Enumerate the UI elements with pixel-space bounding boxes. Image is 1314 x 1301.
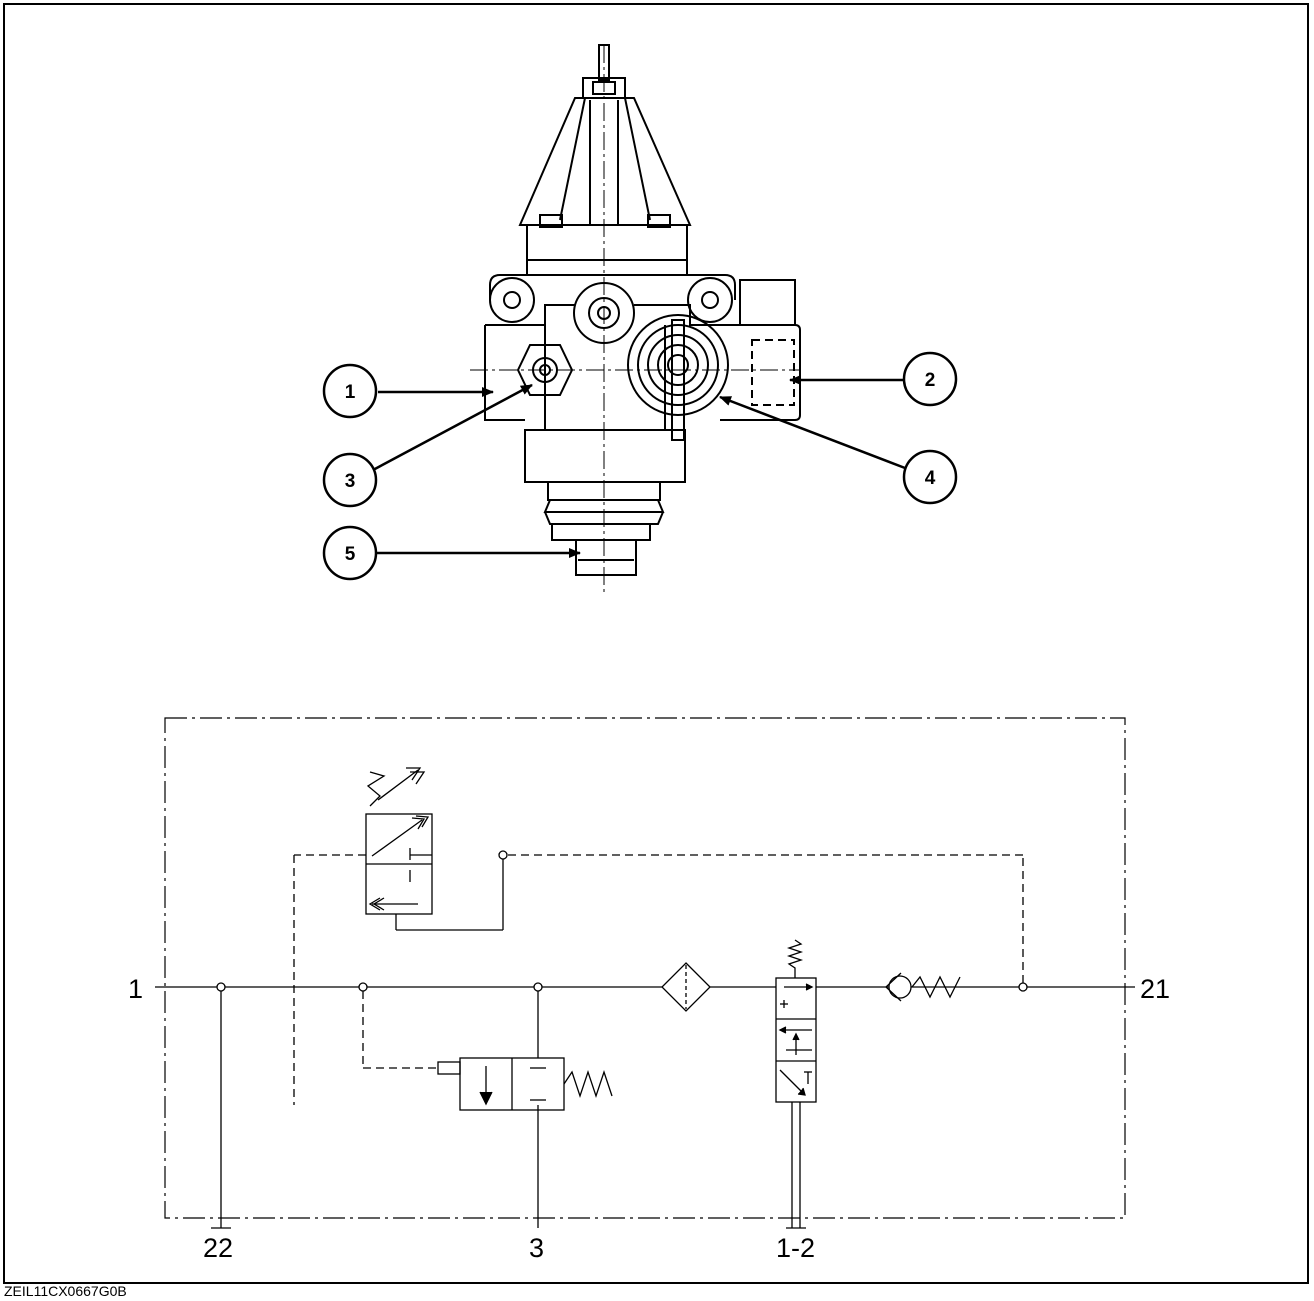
leader-4 — [719, 395, 906, 470]
callout-5: 5 — [322, 525, 378, 581]
port-label-21: 21 — [1140, 974, 1170, 1004]
callout-2: 2 — [902, 351, 958, 407]
filter-symbol — [661, 962, 711, 1012]
drawing-code: ZEIL11CX0667G0B — [4, 1283, 127, 1299]
port-label-22: 22 — [203, 1233, 233, 1263]
svg-text:5: 5 — [345, 544, 356, 565]
callout-leaders — [372, 375, 906, 558]
svg-text:4: 4 — [925, 468, 936, 489]
figure-frame — [3, 3, 1309, 1284]
callout-3: 3 — [322, 452, 378, 508]
schematic-boundary — [164, 717, 1126, 1219]
svg-text:2: 2 — [925, 370, 936, 391]
port-label-1: 1 — [128, 974, 143, 1004]
valve-drawing — [470, 44, 801, 595]
svg-text:1: 1 — [345, 382, 356, 403]
port-labels: 1 21 22 3 1-2 — [128, 974, 1170, 1263]
valve-1-2-symbol — [775, 939, 817, 1229]
governor-valve-symbol — [365, 767, 504, 931]
leader-3 — [372, 383, 533, 472]
callout-4: 4 — [902, 449, 958, 505]
schematic — [155, 767, 1135, 1229]
svg-text:3: 3 — [345, 471, 356, 492]
port-label-1-2: 1-2 — [776, 1233, 815, 1263]
callout-1: 1 — [322, 363, 378, 419]
check-valve-symbol — [885, 972, 961, 1002]
unloader-valve-symbol — [437, 1057, 613, 1111]
port-label-3: 3 — [529, 1233, 544, 1263]
